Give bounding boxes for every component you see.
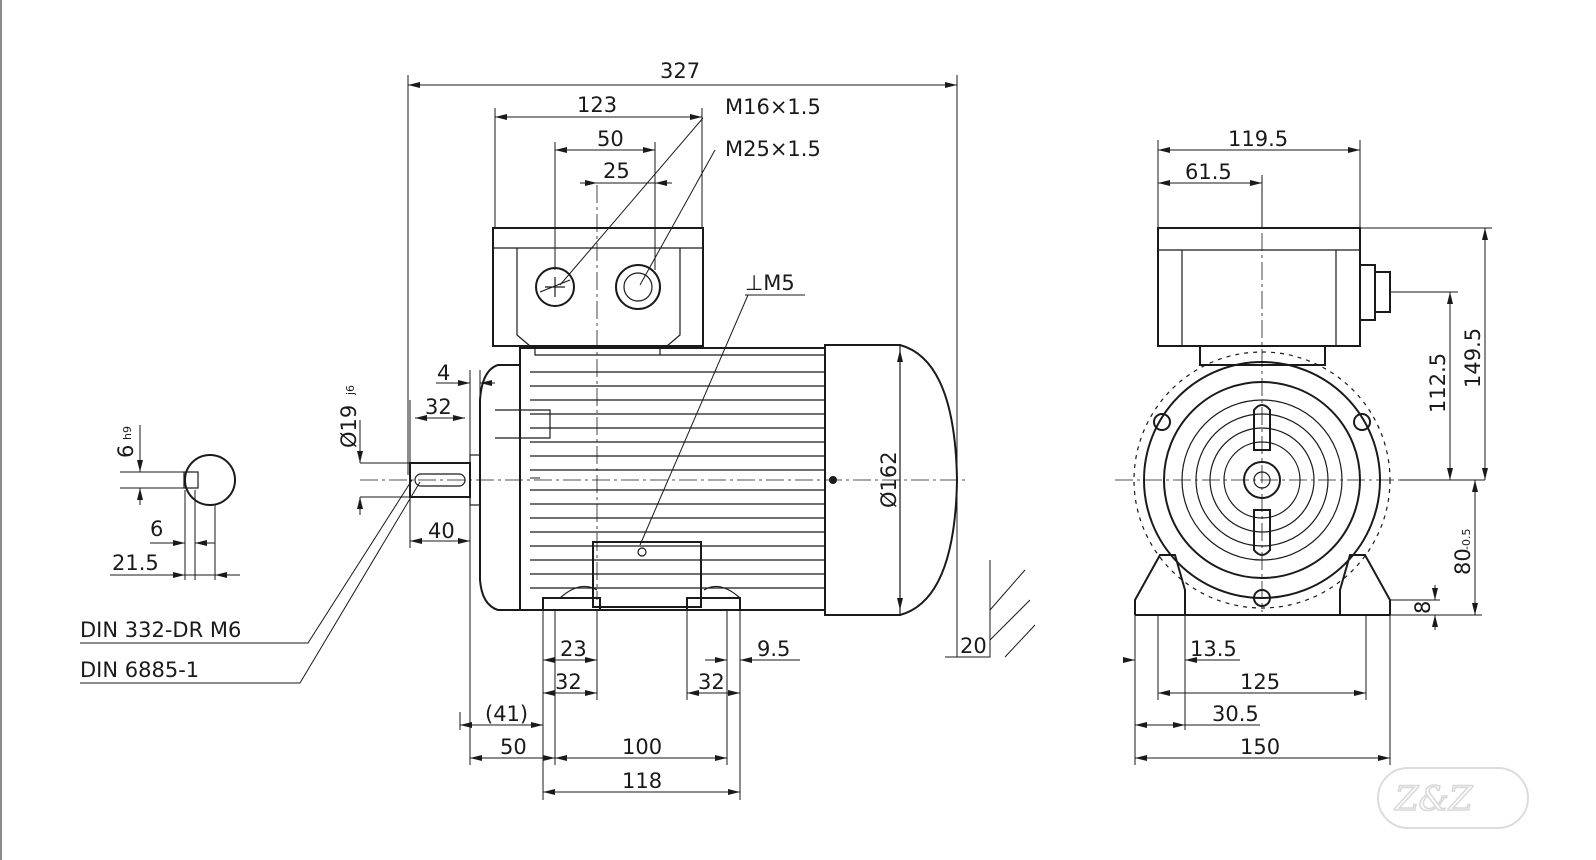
dim-41: (41) — [485, 702, 528, 726]
dim-25: 25 — [603, 159, 630, 183]
dim-50-bottom: 50 — [500, 735, 527, 759]
dim-50-gland: 50 — [597, 127, 624, 151]
dim-162: Ø162 — [877, 451, 901, 508]
dim-125: 125 — [1240, 670, 1280, 694]
gland-m25-label: M25×1.5 — [725, 137, 821, 161]
dim-4: 4 — [437, 361, 450, 385]
dim-61-5: 61.5 — [1185, 160, 1232, 184]
dim-149-5: 149.5 — [1461, 328, 1485, 388]
dim-32-left: 32 — [555, 670, 582, 694]
shaft-key-height-label: 21.5 — [112, 551, 159, 575]
dim-8: 8 — [1411, 601, 1435, 614]
dim-23: 23 — [560, 637, 587, 661]
key-section: 6 h9 6 21.5 — [110, 425, 240, 580]
dim-9-5: 9.5 — [757, 637, 790, 661]
dim-80: 80 — [1451, 548, 1475, 575]
shaft-diameter-label: Ø19 — [337, 405, 361, 448]
dim-119-5: 119.5 — [1228, 127, 1288, 151]
watermark-logo: Z&Z — [1377, 767, 1529, 829]
dim-80-tolerance: -0.5 — [1460, 529, 1473, 550]
key-width-label: 6 — [114, 445, 138, 458]
dim-100: 100 — [622, 735, 662, 759]
svg-text:Z&Z: Z&Z — [1394, 779, 1474, 819]
dim-150: 150 — [1240, 735, 1280, 759]
key-height-label: 6 — [150, 517, 163, 541]
dim-327: 327 — [660, 59, 700, 83]
dim-112-5: 112.5 — [1426, 353, 1450, 413]
dim-32-key: 32 — [425, 395, 452, 419]
dim-40: 40 — [428, 519, 455, 543]
din-332-label: DIN 332-DR M6 — [80, 618, 241, 642]
din-6885-label: DIN 6885-1 — [80, 658, 199, 682]
dim-32-right: 32 — [698, 670, 725, 694]
dim-13-5: 13.5 — [1190, 637, 1237, 661]
dim-118: 118 — [622, 769, 662, 793]
dim-30-5: 30.5 — [1212, 702, 1259, 726]
gland-m16-label: M16×1.5 — [725, 95, 821, 119]
side-view: 327 123 50 25 M16×1.5 M25×1.5 ⊥M5 4 32 Ø… — [80, 59, 1036, 800]
front-view: 119.5 61.5 149.5 112.5 80 -0.5 8 13.5 12… — [1115, 127, 1492, 765]
key-tolerance-label: h9 — [121, 426, 134, 440]
dim-123: 123 — [577, 93, 617, 117]
shaft-tolerance-label: j6 — [344, 385, 357, 396]
dim-20: 20 — [960, 634, 987, 658]
earth-screw-label: ⊥M5 — [745, 271, 795, 295]
